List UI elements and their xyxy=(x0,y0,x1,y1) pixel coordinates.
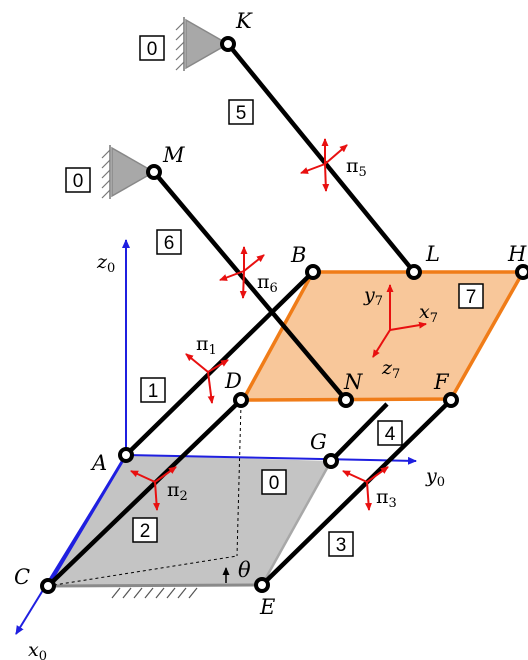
x0-axis xyxy=(15,454,127,635)
support-M xyxy=(101,145,156,199)
point-label-B: B xyxy=(290,243,306,267)
label-link-3: 3 xyxy=(336,535,347,556)
label-link-1: 1 xyxy=(148,381,159,402)
label-pi6: π6 xyxy=(257,271,278,296)
label-link-4: 4 xyxy=(385,424,396,445)
pi6-axes xyxy=(219,246,265,299)
link-2 xyxy=(46,398,243,588)
dashed-projection-D xyxy=(236,403,242,557)
ground-hatching xyxy=(111,587,198,599)
label-pi3: π3 xyxy=(376,486,397,511)
link-6 xyxy=(152,170,348,402)
label-ground-plate: 0 xyxy=(269,473,280,494)
label-z0: z0 xyxy=(96,251,115,276)
joint-F xyxy=(443,392,459,408)
joint-A xyxy=(118,447,134,463)
point-label-K: K xyxy=(235,9,253,33)
label-y7: y7 xyxy=(363,284,383,309)
ground-plate-edge-right xyxy=(260,460,333,586)
point-label-C: C xyxy=(14,565,30,589)
label-pi5: π5 xyxy=(346,155,367,180)
ground-plate-edge-bottom xyxy=(47,583,263,588)
label-platform-7: 7 xyxy=(466,287,477,308)
label-link-2: 2 xyxy=(140,521,151,542)
joint-C xyxy=(40,578,56,594)
joint-D xyxy=(233,392,249,408)
label-link-5: 5 xyxy=(236,103,247,124)
point-label-D: D xyxy=(224,369,242,393)
joint-K xyxy=(220,36,236,52)
link-5 xyxy=(226,42,416,274)
label-x7: x7 xyxy=(419,301,438,326)
link-1 xyxy=(124,270,315,457)
pi1-axes xyxy=(185,353,229,404)
link-3 xyxy=(260,398,453,587)
label-ground-K: 0 xyxy=(147,39,158,60)
point-label-H: H xyxy=(507,242,527,266)
y0-axis xyxy=(125,454,417,465)
pi5-axes xyxy=(300,138,348,192)
joint-H xyxy=(515,264,528,280)
body-frame-7 xyxy=(372,284,427,358)
point-label-A: A xyxy=(90,451,107,475)
joints xyxy=(40,36,528,594)
joint-G xyxy=(323,453,339,469)
label-theta: θ xyxy=(238,558,251,582)
joint-L xyxy=(406,264,422,280)
joint-M xyxy=(146,164,162,180)
pi3-axes xyxy=(342,466,389,511)
label-ground-M: 0 xyxy=(73,171,84,192)
label-x0: x0 xyxy=(28,639,47,660)
point-label-F: F xyxy=(433,370,450,394)
pi2-axes xyxy=(130,466,177,511)
point-label-L: L xyxy=(425,242,440,266)
point-label-M: M xyxy=(162,143,185,167)
ground-plate xyxy=(48,455,331,586)
point-label-E: E xyxy=(259,595,275,619)
label-y0: y0 xyxy=(425,465,445,490)
support-K xyxy=(175,17,230,71)
point-label-G: G xyxy=(310,430,327,454)
joint-B xyxy=(305,264,321,280)
link-number-boxes xyxy=(65,35,484,557)
label-link-6: 6 xyxy=(164,233,175,254)
joint-N xyxy=(338,392,354,408)
dashed-line-C xyxy=(47,555,238,587)
point-label-N: N xyxy=(343,370,363,394)
label-pi2: π2 xyxy=(167,479,188,504)
label-z7: z7 xyxy=(381,357,400,382)
label-pi1: π1 xyxy=(196,333,217,358)
link-4 xyxy=(329,402,389,463)
joint-E xyxy=(254,577,270,593)
